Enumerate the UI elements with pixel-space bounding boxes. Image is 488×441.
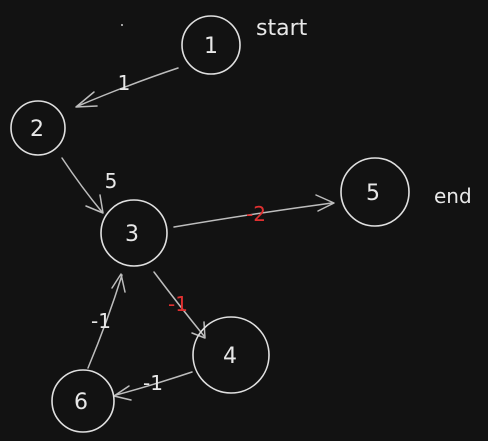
edge-3-4 xyxy=(153,271,205,337)
arrowhead-1-2 xyxy=(75,91,98,108)
weight-4-6: -1 xyxy=(143,371,163,395)
edge-4-6 xyxy=(115,371,193,396)
start-annotation: start xyxy=(256,16,308,41)
node-6: 6 xyxy=(51,369,115,433)
node-3-circle xyxy=(100,199,168,267)
node-2-label: 2 xyxy=(30,117,44,142)
nodes: 1 2 3 4 5 6 xyxy=(10,15,410,433)
edge-1-2 xyxy=(77,67,179,107)
stray-dot xyxy=(121,24,123,26)
node-4: 4 xyxy=(192,316,270,394)
edge-2-3 xyxy=(61,157,103,213)
node-3-label: 3 xyxy=(125,222,139,247)
weight-6-3: -1 xyxy=(91,309,111,333)
weight-2-3: 5 xyxy=(105,169,118,193)
end-annotation: end xyxy=(434,184,472,208)
node-3: 3 xyxy=(100,199,168,267)
node-1: 1 xyxy=(181,15,241,75)
weight-1-2: 1 xyxy=(118,71,131,95)
weight-3-4: -1 xyxy=(168,292,188,316)
node-2-circle xyxy=(10,100,66,156)
node-1-label: 1 xyxy=(204,34,218,59)
node-4-label: 4 xyxy=(223,344,237,369)
node-5-label: 5 xyxy=(366,181,380,206)
node-6-label: 6 xyxy=(74,390,88,415)
edge-weights: 1 5 -2 -1 -1 -1 xyxy=(91,71,266,395)
node-2: 2 xyxy=(10,100,66,156)
node-1-circle xyxy=(181,15,241,75)
edges xyxy=(61,67,335,401)
node-5: 5 xyxy=(340,157,410,227)
edge-3-5 xyxy=(173,202,333,228)
arrowhead-6-3 xyxy=(111,273,126,293)
arrowhead-2-3 xyxy=(85,194,104,214)
edge-6-3 xyxy=(87,274,123,369)
weight-3-5: -2 xyxy=(246,202,266,226)
arrowhead-3-5 xyxy=(315,194,335,212)
node-4-circle xyxy=(192,316,270,394)
node-5-circle xyxy=(340,157,410,227)
node-6-circle xyxy=(51,369,115,433)
